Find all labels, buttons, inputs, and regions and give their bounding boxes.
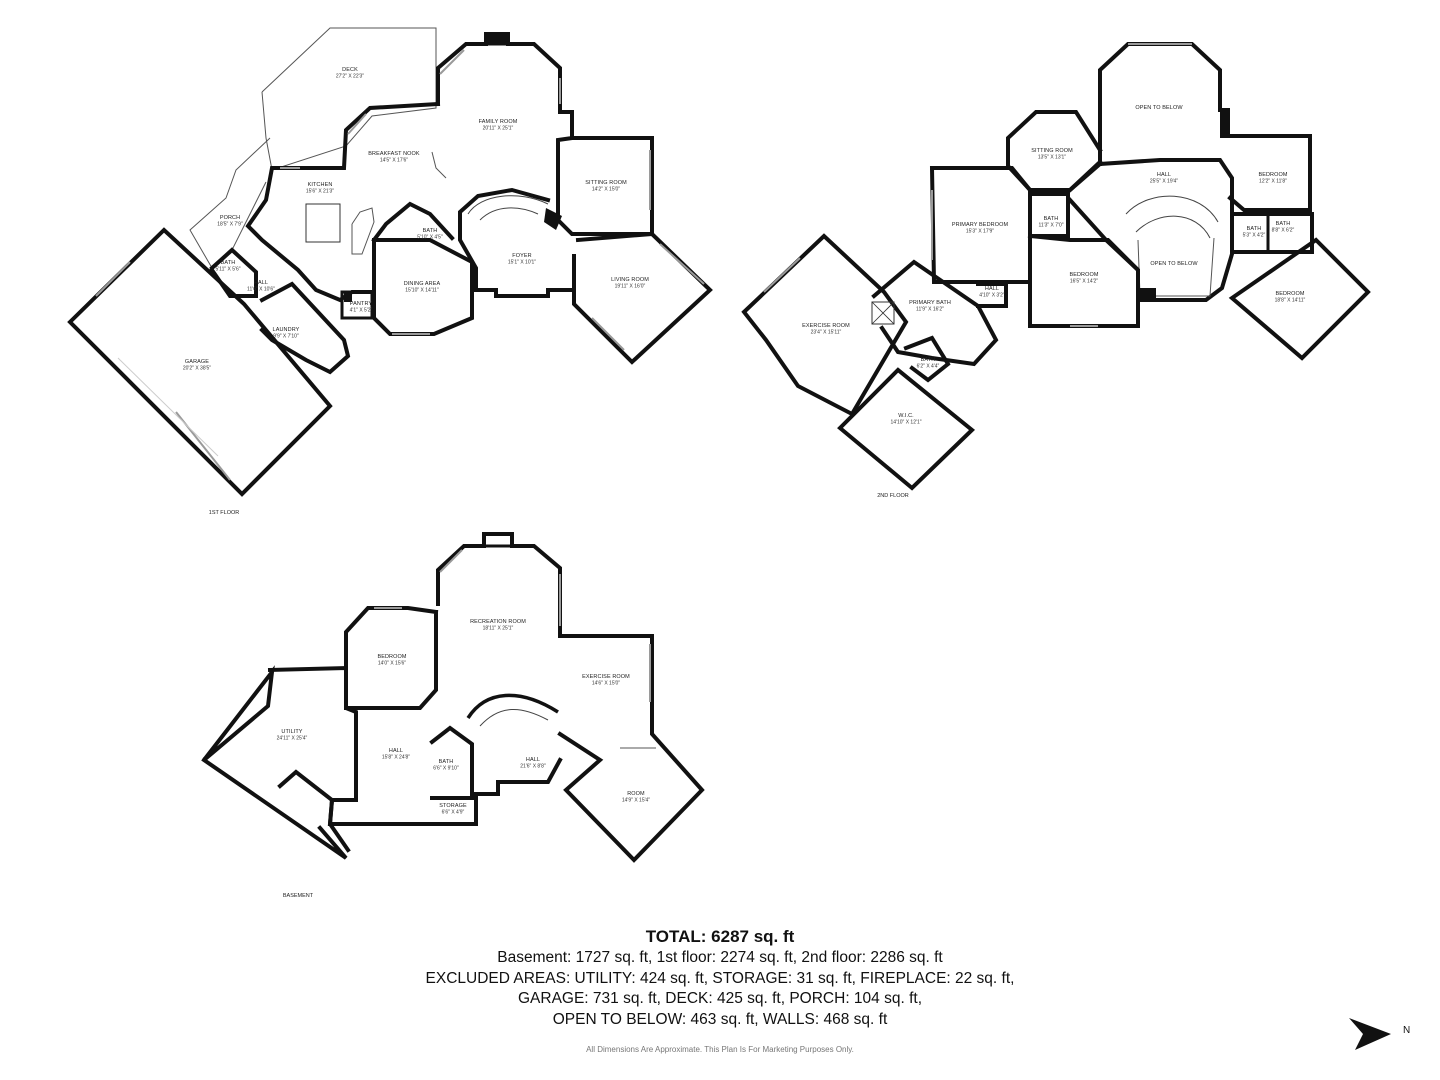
basement-room-dimensions: 21'6" X 8'8" (520, 764, 546, 770)
first-room-dimensions: 15'1" X 10'1" (508, 260, 536, 266)
first-room-dimensions: 9'9" X 7'10" (273, 334, 299, 340)
second-floor-label: 2ND FLOOR (877, 493, 909, 499)
first-room-dimensions: 14'5" X 17'6" (380, 158, 408, 164)
second-room-name: BEDROOM (1069, 272, 1098, 278)
first-room-name: HALL (254, 280, 268, 286)
second-room-dimensions: 12'2" X 11'8" (1259, 179, 1287, 185)
first-room-name: BATH (423, 228, 438, 234)
second-room-name: HALL (1157, 172, 1171, 178)
compass-direction: N (1403, 1025, 1410, 1036)
second-room-name: PRIMARY BEDROOM (952, 222, 1009, 228)
second-room-dimensions: 5'3" X 4'2" (1243, 233, 1266, 239)
area-line-excluded: EXCLUDED AREAS: UTILITY: 424 sq. ft, STO… (425, 969, 1015, 987)
second-room-name: SITTING ROOM (1031, 148, 1073, 154)
second-room-dimensions: 15'3" X 17'9" (966, 229, 994, 235)
basement-room-dimensions: 6'6" X 9'10" (433, 766, 459, 772)
basement-room-name: ROOM (627, 791, 645, 797)
basement-room-name: HALL (389, 748, 403, 754)
basement-plan: BASEMENT (201, 532, 705, 899)
second-room-dimensions: 11'3" X 7'0" (1038, 223, 1063, 229)
first-room-name: PORCH (220, 215, 240, 221)
first-room-name: SITTING ROOM (585, 180, 627, 186)
basement-room-dimensions: 6'6" X 4'9" (442, 810, 465, 816)
basement-room-dimensions: 14'0" X 15'6" (378, 661, 406, 667)
second-room-dimensions: 23'4" X 15'11" (811, 330, 842, 336)
basement-room-name: RECREATION ROOM (470, 619, 526, 625)
second-room-name: OPEN TO BELOW (1150, 261, 1198, 267)
basement-room-name: EXERCISE ROOM (582, 674, 630, 680)
second-room-dimensions: 16'5" X 14'2" (1070, 279, 1098, 285)
second-room-dimensions: 11'9" X 16'2" (916, 307, 944, 313)
second-floor-plan: 2ND FLOOR (741, 42, 1371, 499)
area-line-excluded-continued: GARAGE: 731 sq. ft, DECK: 425 sq. ft, PO… (517, 990, 923, 1007)
second-room-dimensions: 14'10" X 12'1" (890, 420, 921, 426)
first-room-name: FAMILY ROOM (479, 119, 518, 125)
first-room-name: FOYER (512, 253, 531, 259)
basement-room-name: BEDROOM (377, 654, 406, 660)
second-room-dimensions: 25'5" X 19'4" (1150, 179, 1178, 185)
second-room-name: BATH (921, 357, 936, 363)
total-area: TOTAL: 6287 sq. ft (645, 927, 795, 946)
second-room-name: BATH (1276, 221, 1291, 227)
basement-room-dimensions: 18'11" X 25'1" (483, 626, 514, 632)
first-floor-plan: 1ST FLOOR (67, 27, 713, 516)
first-room-name: BATH (221, 260, 236, 266)
second-room-name: HALL (985, 286, 999, 292)
first-room-dimensions: 14'2" X 15'0" (592, 187, 620, 193)
basement-room-dimensions: 15'8" X 24'8" (382, 755, 410, 761)
second-room-name: W.I.C. (898, 413, 914, 419)
second-room-dimensions: 6'2" X 4'4" (917, 364, 940, 370)
second-room-name: EXERCISE ROOM (802, 323, 850, 329)
basement-room-name: BATH (439, 759, 454, 765)
first-room-dimensions: 27'2" X 22'3" (336, 74, 364, 80)
first-room-dimensions: 20'2" X 38'5" (183, 366, 211, 372)
first-room-dimensions: 18'5" X 7'9" (217, 222, 243, 228)
basement-room-name: STORAGE (439, 803, 467, 809)
second-room-name: BEDROOM (1275, 291, 1304, 297)
first-room-name: KITCHEN (308, 182, 333, 188)
second-room-name: OPEN TO BELOW (1135, 105, 1183, 111)
second-room-name: BEDROOM (1258, 172, 1287, 178)
basement-room-dimensions: 14'6" X 15'0" (592, 681, 620, 687)
first-room-name: BREAKFAST NOOK (368, 151, 420, 157)
first-room-name: LIVING ROOM (611, 277, 649, 283)
first-room-dimensions: 5'11" X 5'6" (215, 267, 240, 273)
first-room-name: DECK (342, 67, 358, 73)
second-room-dimensions: 4'10" X 3'2" (979, 293, 1005, 299)
second-room-name: PRIMARY BATH (909, 300, 951, 306)
first-room-name: GARAGE (185, 359, 209, 365)
basement-room-dimensions: 14'9" X 15'4" (622, 798, 650, 804)
basement-label: BASEMENT (283, 893, 314, 899)
first-room-dimensions: 4'1" X 5'2" (350, 308, 373, 314)
area-line-open-walls: OPEN TO BELOW: 463 sq. ft, WALLS: 468 sq… (552, 1010, 888, 1028)
second-room-name: BATH (1044, 216, 1059, 222)
second-room-dimensions: 18'8" X 14'11" (1275, 298, 1306, 304)
area-summary: TOTAL: 6287 sq. ft Basement: 1727 sq. ft… (300, 926, 1140, 1030)
basement-room-name: HALL (526, 757, 540, 763)
second-room-dimensions: 8'8" X 6'2" (1272, 228, 1295, 234)
first-room-dimensions: 20'11" X 25'1" (483, 126, 514, 132)
second-room-name: BATH (1247, 226, 1262, 232)
first-room-name: PANTRY (350, 301, 373, 307)
first-room-name: LAUNDRY (273, 327, 300, 333)
north-arrow-icon: N (1349, 1018, 1410, 1050)
disclaimer-text: All Dimensions Are Approximate. This Pla… (586, 1045, 854, 1054)
first-room-dimensions: 5'10" X 4'5" (417, 235, 443, 241)
first-room-dimensions: 11'6" X 10'6" (247, 287, 275, 293)
first-floor-label: 1ST FLOOR (209, 510, 239, 516)
basement-room-name: UTILITY (281, 729, 302, 735)
first-room-dimensions: 15'10" X 14'11" (405, 288, 439, 294)
first-room-dimensions: 15'6" X 21'3" (306, 189, 334, 195)
basement-room-dimensions: 24'11" X 25'4" (277, 736, 308, 742)
first-room-name: DINING AREA (404, 281, 441, 287)
second-room-dimensions: 13'5" X 13'1" (1038, 155, 1066, 161)
area-line-floors: Basement: 1727 sq. ft, 1st floor: 2274 s… (497, 949, 943, 966)
first-room-dimensions: 19'11" X 16'0" (615, 284, 646, 290)
